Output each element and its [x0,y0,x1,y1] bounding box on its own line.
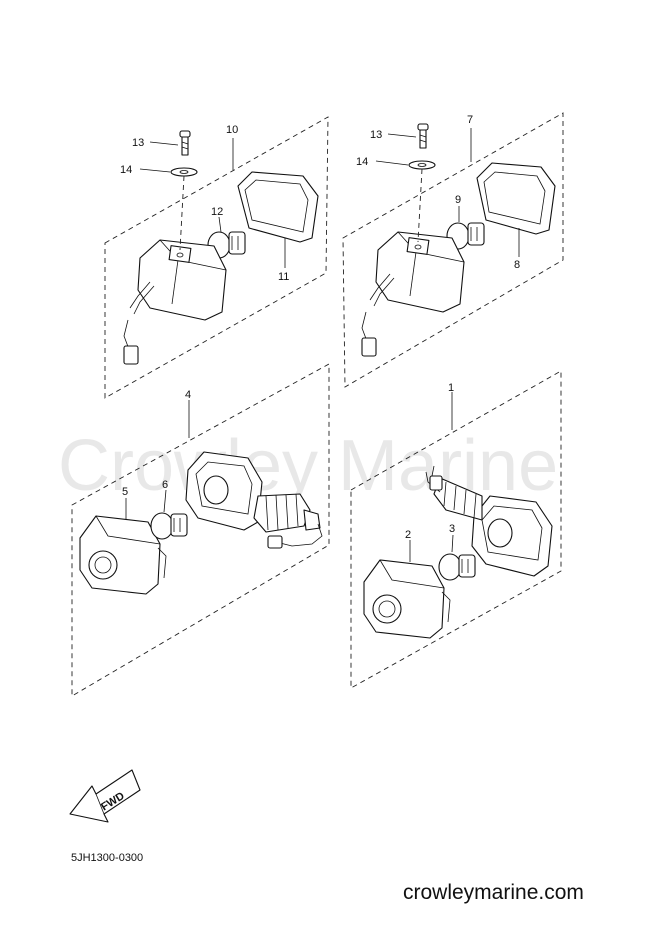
assembly-group-4: 4 5 6 [71,363,330,697]
housing-7 [361,231,465,357]
housing-1 [425,465,553,577]
callout-14-left: 14 [120,164,132,176]
diagram-code: 5JH1300-0300 [71,852,143,864]
callout-4: 4 [185,389,191,401]
callout-13-right: 13 [370,129,382,141]
watermark-text: Crowley Marine [58,426,558,506]
group-7-boundary [342,112,564,388]
site-name: crowleymarine.com [403,881,584,904]
assembly-group-10: 13 14 10 12 11 [104,116,329,399]
callout-5: 5 [122,486,128,498]
callout-13-left: 13 [132,137,144,149]
forward-arrow: FWD [69,769,141,823]
screw-axis-right [417,168,423,243]
callout-14-right: 14 [356,156,368,168]
lens-5 [79,515,167,595]
callout-6: 6 [162,479,168,491]
lens-11 [237,171,319,243]
assembly-group-7: 13 14 7 9 8 [342,112,564,388]
washer-14-left [170,167,198,177]
callout-8: 8 [514,259,520,271]
callout-7: 7 [467,114,473,126]
screw-axis-left [179,175,185,251]
lens-2 [363,559,451,639]
callout-3: 3 [449,523,455,535]
bulb-9 [446,222,485,250]
callout-1: 1 [448,382,454,394]
housing-4 [185,451,323,549]
washer-14-right [408,160,436,170]
callout-12: 12 [211,206,223,218]
housing-10 [123,239,227,365]
bulb-6 [150,512,188,540]
group-1-boundary [350,370,562,689]
screw-13-right [417,123,429,149]
screw-13-left [179,130,191,156]
callout-10: 10 [226,124,238,136]
callout-11: 11 [278,271,289,283]
callout-9: 9 [455,194,461,206]
callout-2: 2 [405,529,411,541]
assembly-group-1: 1 2 3 [350,370,562,689]
bulb-3 [438,553,476,581]
lens-8 [476,162,556,235]
